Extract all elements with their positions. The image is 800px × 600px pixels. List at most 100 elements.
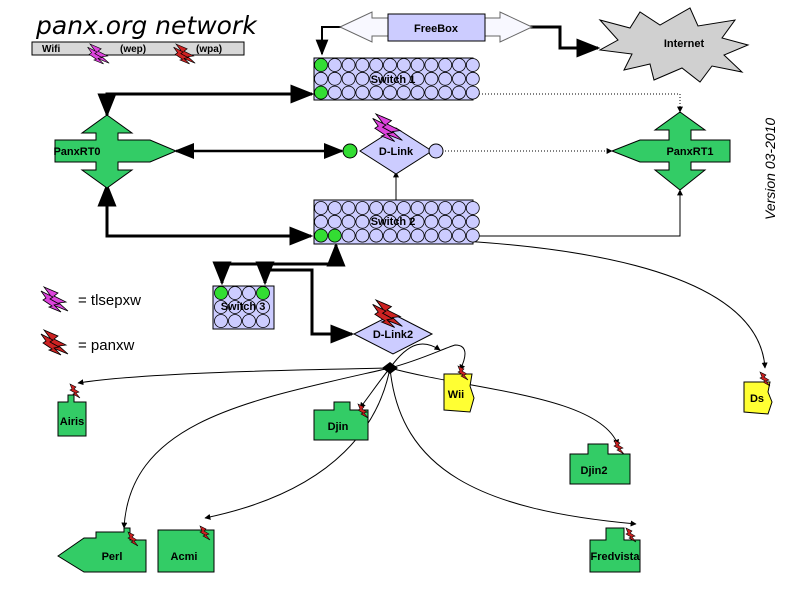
switch1-port xyxy=(314,71,328,86)
switch2-port xyxy=(452,228,466,243)
switch1-node[interactable]: Switch 1 xyxy=(313,57,480,101)
switch3-port xyxy=(228,300,242,314)
switch2-port xyxy=(452,214,466,229)
switch2-port xyxy=(396,214,411,229)
ds-label: Ds xyxy=(750,393,764,405)
ds-console[interactable]: Ds xyxy=(743,371,773,415)
legend-panxw-label: = panxw xyxy=(78,337,134,354)
switch2-port xyxy=(355,228,370,243)
switch3-port xyxy=(214,300,228,314)
freebox-node[interactable]: FreeBox xyxy=(338,11,534,43)
switch1-port xyxy=(438,85,453,100)
panxrt1-label: PanxRT1 xyxy=(666,146,713,158)
panxrt0-label: PanxRT0 xyxy=(53,146,100,158)
wii-console[interactable]: Wii xyxy=(443,365,475,413)
airis-client[interactable]: Airis xyxy=(57,383,87,437)
switch1-port xyxy=(396,58,411,72)
switch2-port xyxy=(383,201,397,215)
dlink-port-idle xyxy=(428,143,444,159)
dlink-access-point[interactable]: D-Link xyxy=(342,113,444,175)
links xyxy=(77,25,768,529)
djin2-wifi-icon xyxy=(613,439,625,455)
switch2-port xyxy=(369,201,384,215)
dlink2-access-point[interactable]: D-Link2 xyxy=(352,299,434,374)
dlink-label: D-Link xyxy=(379,146,414,158)
switch3-port xyxy=(214,286,228,300)
switch2-port xyxy=(314,228,328,243)
switch2-port xyxy=(465,201,480,215)
switch2-port xyxy=(396,201,411,215)
switch2-port xyxy=(438,214,453,229)
switch1-port xyxy=(465,85,480,100)
legend-tlsepxw-label: = tlsepxw xyxy=(78,292,141,309)
djin2-client[interactable]: Djin2 xyxy=(569,439,631,485)
key-wifi-label: Wifi xyxy=(42,44,60,55)
switch1-port xyxy=(327,85,342,100)
switch2-port xyxy=(396,228,411,243)
legend-tlsepxw-icon xyxy=(40,286,69,313)
switch2-node[interactable]: Switch 2 xyxy=(313,199,480,245)
switch2-port xyxy=(410,228,425,243)
switch2-port xyxy=(355,214,370,229)
switch2-port xyxy=(327,201,342,215)
switch1-port xyxy=(424,71,439,86)
switch2-port xyxy=(383,214,397,229)
switch1-port xyxy=(424,85,439,100)
switch2-port xyxy=(369,214,384,229)
legend-panxw-icon xyxy=(40,329,69,356)
perl-client[interactable]: Perl xyxy=(57,527,147,573)
switch2-port xyxy=(465,214,480,229)
switch1-port xyxy=(452,58,466,72)
switch1-port xyxy=(314,58,328,72)
internet-node[interactable]: Internet xyxy=(598,7,750,83)
switch1-port xyxy=(369,85,384,100)
dlink2-hub-point xyxy=(382,362,398,374)
perl-label: Perl xyxy=(102,551,123,563)
fredvista-label: Fredvista xyxy=(591,551,641,563)
switch3-port xyxy=(256,314,270,328)
switch3-port xyxy=(228,314,242,328)
switch1-port xyxy=(369,71,384,86)
switch1-port xyxy=(410,71,425,86)
switch2-port xyxy=(438,201,453,215)
switch2-port xyxy=(314,201,328,215)
airis-label: Airis xyxy=(60,416,84,428)
switch1-port xyxy=(383,71,397,86)
switch2-port xyxy=(452,201,466,215)
switch1-port xyxy=(424,58,439,72)
switch1-label: Switch 1 xyxy=(371,74,416,86)
switch2-port xyxy=(424,228,439,243)
switch3-port xyxy=(228,286,242,300)
switch3-node[interactable]: Switch 3 xyxy=(212,285,275,330)
switch1-port xyxy=(465,58,480,72)
switch1-port xyxy=(355,58,370,72)
switch1-port xyxy=(355,71,370,86)
switch2-port xyxy=(424,214,439,229)
switch1-port xyxy=(410,58,425,72)
version-label: Version 03-2010 xyxy=(762,118,778,220)
switch1-port xyxy=(341,71,356,86)
panxrt1-router[interactable]: PanxRT1 xyxy=(610,111,731,191)
wifi-key: Wifi (wep) (wpa) xyxy=(31,41,245,65)
panxrt0-router[interactable]: PanxRT0 xyxy=(53,114,178,189)
switch2-port xyxy=(341,201,356,215)
switch2-port xyxy=(355,201,370,215)
key-wep-label: (wep) xyxy=(120,44,146,55)
switch2-port xyxy=(424,201,439,215)
switch1-port xyxy=(327,71,342,86)
switch1-port xyxy=(396,71,411,86)
internet-label: Internet xyxy=(664,38,705,50)
djin-label: Djin xyxy=(328,421,349,433)
acmi-client[interactable]: Acmi xyxy=(157,525,215,573)
switch1-port xyxy=(438,58,453,72)
switch1-port xyxy=(452,85,466,100)
acmi-label: Acmi xyxy=(171,551,198,563)
switch2-port xyxy=(341,214,356,229)
switch3-label: Switch 3 xyxy=(221,301,266,313)
fredvista-client[interactable]: Fredvista xyxy=(589,527,641,573)
wii-label: Wii xyxy=(448,389,464,401)
switch2-label: Switch 2 xyxy=(371,216,416,228)
switch1-port xyxy=(438,71,453,86)
switch1-port xyxy=(410,85,425,100)
djin-client[interactable]: Djin xyxy=(313,401,369,441)
